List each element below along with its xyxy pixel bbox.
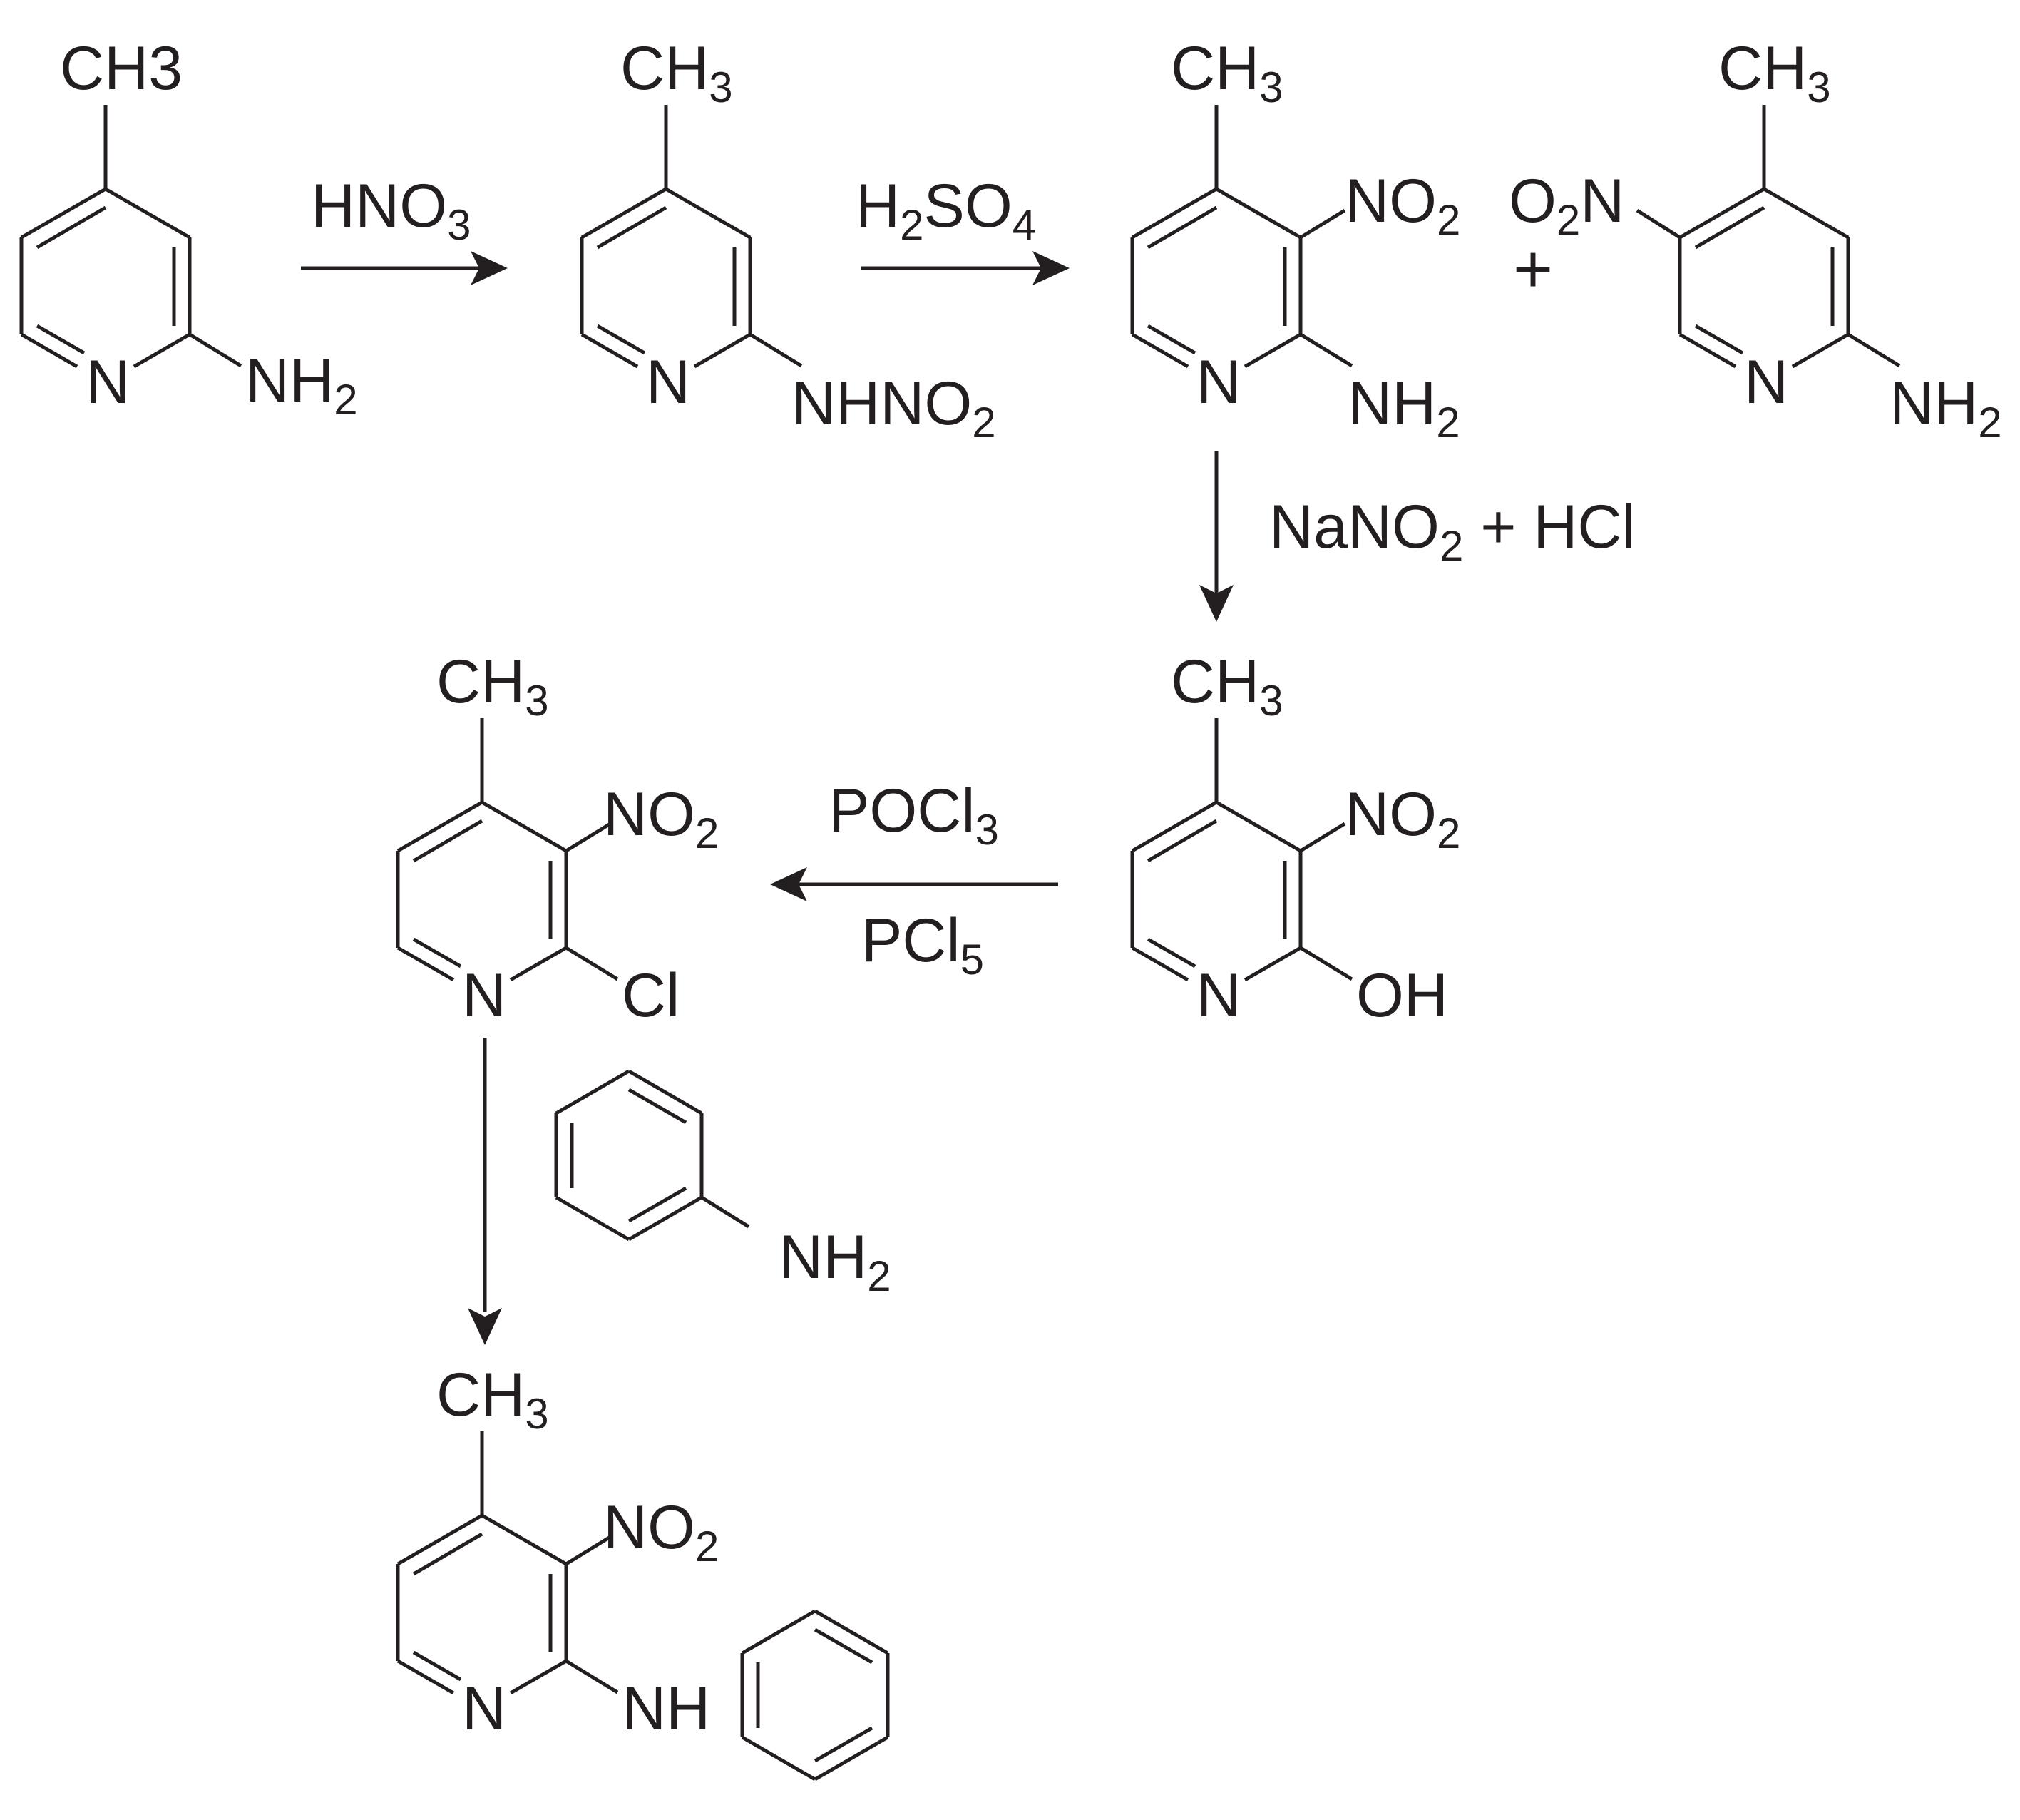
arrow-aniline <box>468 1038 502 1345</box>
ch3-label: CH3 <box>60 34 183 103</box>
arrow-nano2-hcl: NaNO2 + HCl <box>1199 451 1636 622</box>
arrow-h2so4: H2SO4 <box>856 172 1070 285</box>
ch3-label: CH3 <box>1718 34 1831 111</box>
nh2-label: NH2 <box>1348 369 1460 446</box>
o2n-label: O2N <box>1509 167 1624 244</box>
reagent-h2so4-label: H2SO4 <box>856 172 1036 249</box>
ch3-label: CH3 <box>1171 34 1283 111</box>
ch3-label: CH3 <box>620 34 733 111</box>
plus-sign: + <box>1513 231 1553 307</box>
n-label: N <box>1196 961 1241 1030</box>
no2-label: NO2 <box>603 780 719 857</box>
no2-label: NO2 <box>603 1493 719 1570</box>
nh2-label: NH2 <box>779 1223 891 1300</box>
oh-label: OH <box>1356 961 1448 1030</box>
reagent-pocl3-label: POCl3 <box>829 777 999 854</box>
molecule-final-product: CH3 NO2 N NH <box>398 1361 719 1743</box>
nh2-label: NH2 <box>245 347 358 424</box>
n-label: N <box>462 1675 506 1743</box>
reagent-pcl5-label: PCl5 <box>861 906 984 983</box>
molecule-2-amino-4-methylpyridine: CH3 N NH2 <box>21 34 358 424</box>
n-label: N <box>646 348 690 416</box>
ch3-label: CH3 <box>436 1361 549 1438</box>
n-label: N <box>1744 348 1788 416</box>
arrow-hno3: HNO3 <box>301 172 508 285</box>
reagent-hno3-label: HNO3 <box>311 172 471 249</box>
n-label: N <box>86 348 130 416</box>
nh-label: NH <box>622 1675 710 1743</box>
molecule-2-hydroxy-3-nitro: CH3 NO2 N OH <box>1132 648 1460 1030</box>
no2-label: NO2 <box>1345 167 1460 244</box>
molecule-2-amino-3-nitro: CH3 NO2 N NH2 <box>1132 34 1460 446</box>
phenyl-ring <box>742 1611 888 1779</box>
molecule-2-amino-5-nitro: CH3 O2N N NH2 <box>1509 34 2002 446</box>
nh2-label: NH2 <box>1890 369 2002 446</box>
ch3-label: CH3 <box>1171 648 1283 725</box>
ch3-label: CH3 <box>436 648 549 725</box>
reagent-aniline: NH2 <box>556 1071 891 1300</box>
cl-label: Cl <box>622 961 680 1030</box>
n-label: N <box>462 961 506 1030</box>
n-label: N <box>1196 348 1241 416</box>
arrow-pocl3-pcl5: POCl3 PCl5 <box>770 777 1058 983</box>
reagent-nano2-hcl-label: NaNO2 + HCl <box>1269 493 1636 570</box>
molecule-2-chloro-3-nitro: CH3 NO2 N Cl <box>398 648 719 1030</box>
molecule-nitramine-intermediate: CH3 N NHNO2 <box>582 34 996 446</box>
nhno2-label: NHNO2 <box>791 369 996 446</box>
no2-label: NO2 <box>1345 780 1460 857</box>
